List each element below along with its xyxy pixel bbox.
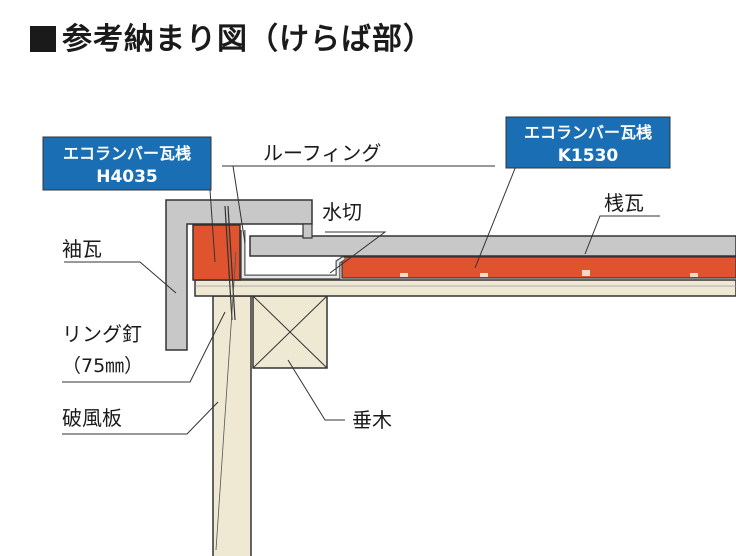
badge-k1530-line1: エコランバー瓦桟 [524,123,652,142]
batten-k1530-shape [341,256,736,279]
barge-board-shape [212,295,252,556]
badge-h4035: エコランバー瓦桟 H4035 [42,136,212,191]
badge-h4035-line2: H4035 [96,167,158,187]
roof-tile-shape [249,235,736,257]
badge-h4035-line1: エコランバー瓦桟 [63,144,191,163]
ring-nail-shape [224,205,233,321]
page-title: 参考納まり図（けらば部） [30,14,434,58]
title-square-mark [30,26,56,52]
title-text: 参考納まり図（けらば部） [62,22,434,57]
badge-k1530-line2: K1530 [558,146,619,166]
barge-board-label: 破風板 [62,406,122,430]
batten-h4035-shape [192,224,241,281]
ring-nail-size-label: （75㎜） [62,355,143,377]
tile-label: 桟瓦 [604,191,644,215]
sleeve-tile-shape [165,199,313,351]
roofing-label: ルーフィング [263,141,381,165]
rafter-label: 垂木 [352,408,392,432]
sleeve-tile-label: 袖瓦 [62,237,102,261]
sheathing-board-shape [194,279,736,297]
water-cut-label: 水切 [322,200,362,224]
ring-nail-label: リング釘 [62,322,142,346]
badge-k1530: エコランバー瓦桟 K1530 [505,116,671,169]
